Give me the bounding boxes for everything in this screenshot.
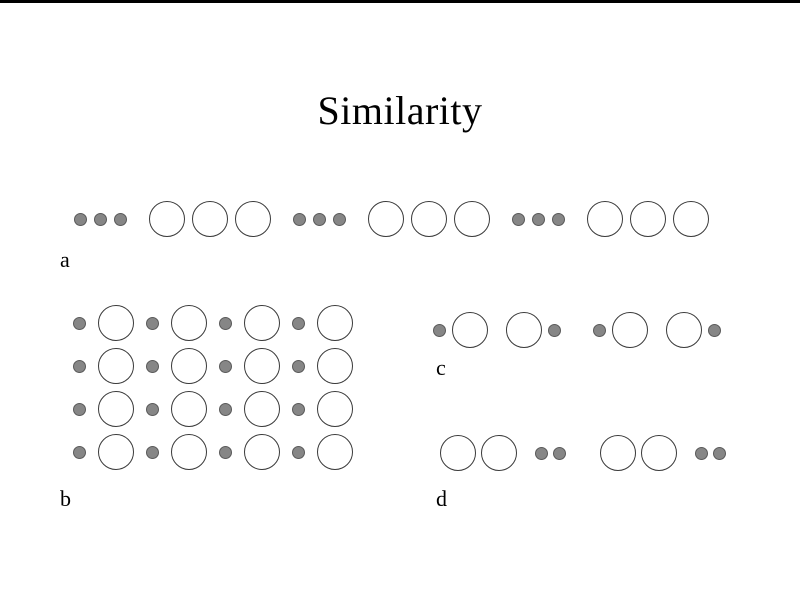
figure-d-pattern — [440, 435, 726, 471]
pattern-row — [73, 434, 353, 470]
open-circle — [317, 348, 353, 384]
open-circle — [454, 201, 490, 237]
gray-dot — [535, 446, 548, 460]
gray-dot — [146, 359, 159, 373]
gray-dot — [548, 323, 561, 337]
gray-dot — [333, 212, 346, 226]
gray-dot — [74, 212, 87, 226]
gray-dot — [219, 359, 232, 373]
gray-dot — [553, 446, 566, 460]
gray-dot — [114, 212, 127, 226]
gray-dot — [552, 212, 565, 226]
open-circle — [244, 434, 280, 470]
open-circle — [612, 312, 648, 348]
gray-dot — [433, 323, 446, 337]
gray-dot — [593, 323, 606, 337]
gray-dot — [292, 402, 305, 416]
open-circle — [317, 305, 353, 341]
open-circle — [368, 201, 404, 237]
open-circle — [481, 435, 517, 471]
gray-dot — [695, 446, 708, 460]
open-circle — [171, 305, 207, 341]
gray-dot — [292, 316, 305, 330]
gray-dot — [146, 316, 159, 330]
slide-title: Similarity — [317, 88, 483, 133]
open-circle — [149, 201, 185, 237]
gray-dot — [708, 323, 721, 337]
open-circle — [171, 391, 207, 427]
open-circle — [244, 305, 280, 341]
gray-dot — [292, 359, 305, 373]
open-circle — [98, 434, 134, 470]
open-circle — [506, 312, 542, 348]
figure-a-pattern — [74, 201, 709, 237]
open-circle — [235, 201, 271, 237]
gray-dot — [146, 402, 159, 416]
open-circle — [171, 348, 207, 384]
pattern-row — [433, 312, 721, 348]
open-circle — [600, 435, 636, 471]
open-circle — [98, 305, 134, 341]
open-circle — [244, 348, 280, 384]
gray-dot — [219, 402, 232, 416]
open-circle — [98, 348, 134, 384]
open-circle — [98, 391, 134, 427]
open-circle — [673, 201, 709, 237]
pattern-row — [73, 305, 353, 341]
open-circle — [666, 312, 702, 348]
open-circle — [317, 434, 353, 470]
open-circle — [452, 312, 488, 348]
pattern-row — [73, 348, 353, 384]
open-circle — [630, 201, 666, 237]
gray-dot — [512, 212, 525, 226]
open-circle — [244, 391, 280, 427]
gray-dot — [73, 316, 86, 330]
pattern-row — [73, 391, 353, 427]
gray-dot — [73, 445, 86, 459]
gray-dot — [292, 445, 305, 459]
open-circle — [641, 435, 677, 471]
gray-dot — [313, 212, 326, 226]
gray-dot — [94, 212, 107, 226]
gray-dot — [713, 446, 726, 460]
gray-dot — [146, 445, 159, 459]
figure-a-label: a — [60, 247, 70, 272]
open-circle — [171, 434, 207, 470]
gray-dot — [532, 212, 545, 226]
figure-b-pattern — [73, 305, 353, 470]
figure-c-pattern — [433, 312, 721, 348]
open-circle — [192, 201, 228, 237]
open-circle — [317, 391, 353, 427]
pattern-row — [74, 201, 709, 237]
gray-dot — [219, 316, 232, 330]
gray-dot — [219, 445, 232, 459]
figure-b-label: b — [60, 486, 71, 511]
open-circle — [440, 435, 476, 471]
pattern-row — [440, 435, 726, 471]
gray-dot — [293, 212, 306, 226]
figure-d-label: d — [436, 486, 447, 511]
gray-dot — [73, 402, 86, 416]
open-circle — [411, 201, 447, 237]
open-circle — [587, 201, 623, 237]
gray-dot — [73, 359, 86, 373]
figure-c-label: c — [436, 355, 446, 380]
